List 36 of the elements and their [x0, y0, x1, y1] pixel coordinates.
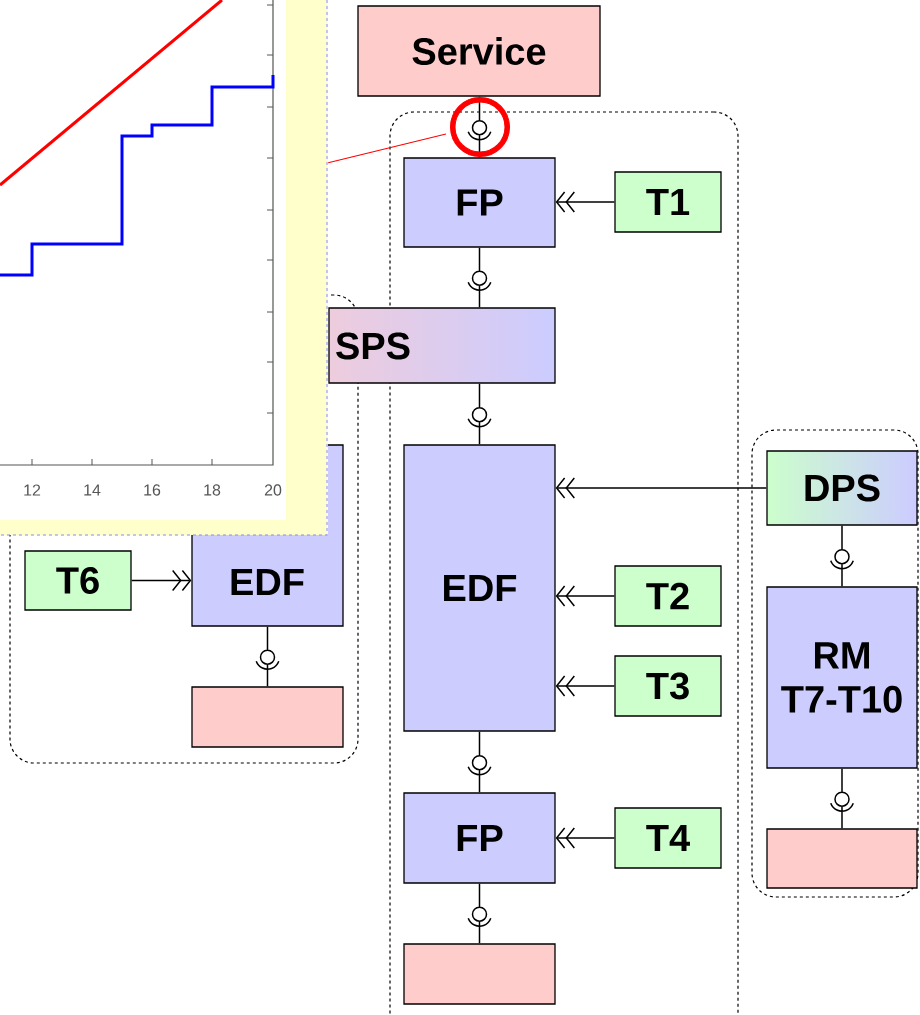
arrow: [555, 477, 768, 499]
tick-label: 20: [264, 484, 282, 496]
empty-box: [766, 828, 918, 889]
ball-socket-connector: [255, 625, 280, 688]
tick-label: 14: [84, 484, 101, 496]
scheduler-box: FP: [403, 157, 556, 248]
task-box: T2: [614, 565, 722, 627]
tick-label: 12: [24, 484, 41, 496]
arrow: [555, 585, 616, 607]
tick-label: 18: [204, 484, 221, 496]
task-box: T3: [614, 655, 722, 717]
empty-box: [191, 686, 344, 748]
task-box: T1: [614, 171, 722, 233]
plot-inset-drawing: [0, 0, 328, 536]
ball-socket-connector: [467, 730, 492, 794]
arrow: [555, 191, 616, 213]
ball-socket-connector: [467, 882, 492, 945]
scheduler-box: DPS: [766, 450, 918, 526]
ball-socket-connector: [829, 767, 854, 830]
empty-box: [403, 943, 556, 1005]
scheduler-box: SPS: [328, 307, 556, 384]
task-box: T6: [24, 550, 132, 611]
arrow: [555, 827, 616, 849]
tick-label: 16: [144, 484, 161, 496]
task-box: T4: [614, 807, 722, 869]
leader-line: [327, 97, 510, 164]
scheduler-box: RM T7-T10: [766, 586, 918, 769]
scheduler-box: FP: [403, 792, 556, 884]
scheduler-box: Service: [357, 5, 601, 97]
arrow: [555, 675, 616, 697]
arrow: [130, 569, 192, 592]
ball-socket-connector: [829, 524, 854, 588]
dashed-group-outline: [751, 429, 919, 898]
scheduler-box: EDF: [403, 444, 556, 732]
ball-socket-connector: [467, 246, 492, 309]
ball-socket-connector: [467, 382, 492, 446]
